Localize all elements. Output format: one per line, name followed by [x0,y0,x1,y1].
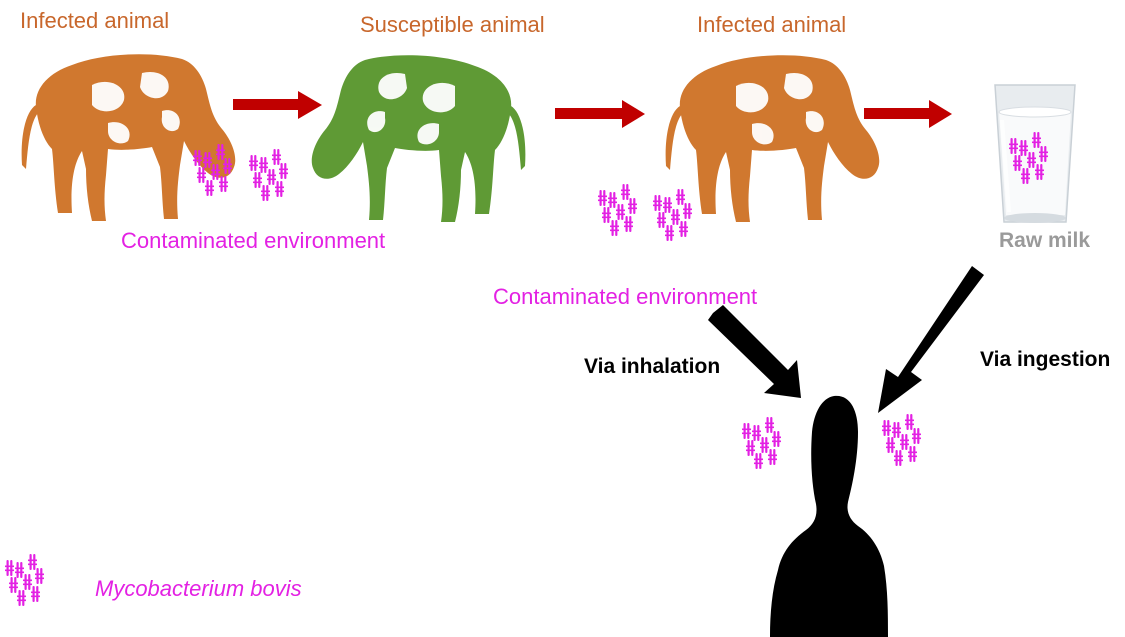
bacteria-cluster-icon [598,184,637,236]
bacteria-cluster-icon [653,189,692,241]
infected-cow-2-icon [666,55,880,222]
raw-milk-label: Raw milk [999,229,1090,253]
via-ingestion-label: Via ingestion [980,348,1110,372]
infected-cow-1-icon [22,54,236,221]
bacteria-cluster-icon [249,149,288,201]
infected-animal-label-1: Infected animal [20,8,169,34]
inhalation-arrow [708,305,801,398]
bacteria-cluster-icon [742,417,781,469]
legend-bacteria-icon [5,554,44,606]
contaminated-environment-label-2: Contaminated environment [493,284,757,310]
via-inhalation-label: Via inhalation [584,355,720,379]
ingestion-arrow [878,266,984,413]
transmission-arrow-2 [555,100,645,128]
milk-glass-icon [995,85,1075,223]
human-head-silhouette-icon [770,396,888,637]
infected-animal-label-2: Infected animal [697,12,846,38]
susceptible-cow-icon [312,55,526,222]
contaminated-environment-label-1: Contaminated environment [121,228,385,254]
bacteria-cluster-icon [882,414,921,466]
susceptible-animal-label: Susceptible animal [360,12,545,38]
legend-label: Mycobacterium bovis [95,576,302,602]
transmission-arrow-1 [233,91,322,119]
transmission-arrow-3 [864,100,952,128]
